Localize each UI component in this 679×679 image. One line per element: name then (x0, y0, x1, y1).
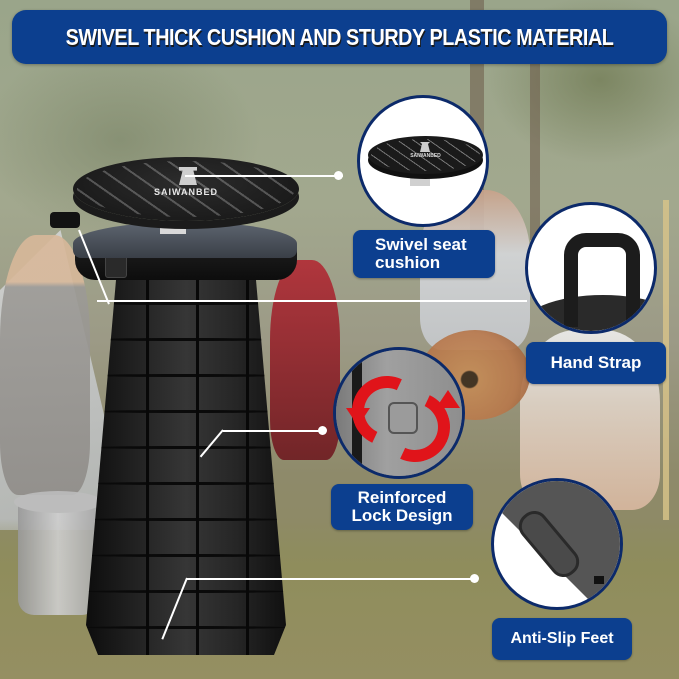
label-line: cushion (375, 253, 441, 272)
person-left (0, 235, 90, 495)
seat-cushion-detail-circle: SAIWANBED (357, 95, 489, 227)
lock-detail-circle (333, 347, 465, 479)
leader-dot-lock (318, 426, 327, 435)
stool-hand-strap (50, 212, 80, 228)
brand-print: SAIWANBED (410, 153, 441, 159)
brand-logo-icon (420, 142, 430, 152)
label-text: Hand Strap (550, 353, 642, 373)
leader-line-feet (186, 578, 476, 580)
arrow-head-icon (346, 408, 370, 426)
label-hand-strap: Hand Strap (526, 342, 666, 384)
tent-pole (663, 200, 669, 520)
label-reinforced-lock-design: Reinforced Lock Design (331, 484, 473, 530)
label-anti-slip-feet: Anti-Slip Feet (492, 618, 632, 660)
leader-line-lock (223, 430, 321, 432)
person-plaid-shirt (270, 260, 340, 460)
title-banner: SWIVEL THICK CUSHION AND STURDY PLASTIC … (12, 10, 667, 64)
anti-slip-feet-detail-circle (491, 478, 623, 610)
label-swivel-seat-cushion: Swivel seat cushion (353, 230, 495, 278)
base-notch (594, 576, 604, 584)
leader-line-seat (185, 175, 343, 177)
tree-trunk (530, 40, 540, 240)
stool-seat-cushion: SAIWANBED (73, 157, 299, 221)
arrow-head-icon (436, 390, 460, 408)
label-line: Reinforced (357, 488, 447, 508)
label-line: Lock Design (351, 506, 453, 525)
stool-telescopic-body (86, 280, 286, 655)
seat-cushion-detail-icon: SAIWANBED (368, 136, 483, 174)
brand-print: SAIWANBED (153, 187, 218, 197)
leader-line-strap (97, 300, 527, 302)
leader-dot-feet (470, 574, 479, 583)
hand-strap-detail-circle (525, 202, 657, 334)
grey-stool-background (14, 491, 102, 615)
hand-strap-detail-icon (564, 233, 640, 327)
swivel-stem (160, 222, 186, 234)
page-title: SWIVEL THICK CUSHION AND STURDY PLASTIC … (65, 23, 614, 50)
label-text: Anti-Slip Feet (510, 629, 614, 647)
lock-knob (388, 402, 418, 434)
leader-dot-seat (334, 171, 343, 180)
label-line: Swivel seat (375, 235, 467, 255)
mini-swivel-stem (410, 178, 430, 186)
